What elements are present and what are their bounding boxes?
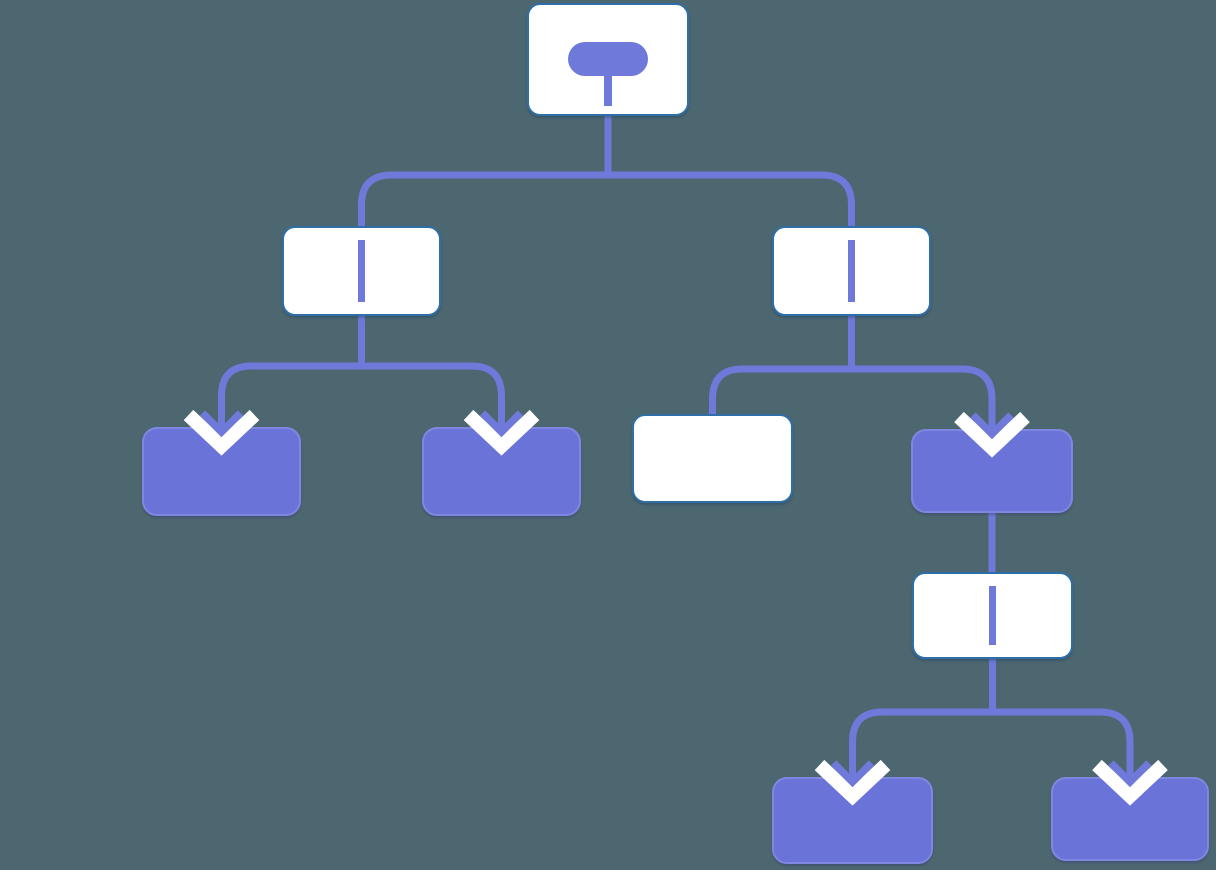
chevron-outer-white [463, 409, 540, 456]
chevron-outer-white [814, 759, 891, 806]
empty-leaf-node[interactable] [632, 414, 793, 503]
chevron-outer-white [1092, 759, 1168, 806]
connector-edge-root [358, 115, 855, 227]
topic-pill-stem [604, 74, 612, 106]
chevron-inner-purple [830, 760, 875, 788]
connector-edge-n1 [218, 315, 505, 431]
root-node[interactable] [527, 3, 689, 116]
chevron-outer-white [954, 411, 1030, 458]
topic-pill [568, 42, 648, 76]
expand-chevron-icon[interactable] [183, 409, 260, 456]
chevron-outer-white [183, 409, 260, 456]
diagram-nodes [142, 3, 1209, 864]
pass-through-line [848, 240, 855, 302]
branch-node-lower[interactable] [912, 572, 1073, 659]
connector-edge-n2 [709, 315, 996, 433]
connector-edge-n3 [849, 658, 1134, 781]
expand-chevron-icon[interactable] [463, 409, 540, 456]
node-card[interactable] [632, 414, 793, 503]
expand-chevron-icon[interactable] [814, 759, 891, 806]
branch-node-right[interactable] [772, 226, 931, 316]
expand-chevron-icon[interactable] [954, 411, 1030, 458]
branch-node-left[interactable] [282, 226, 441, 316]
chevron-inner-purple [479, 410, 524, 438]
collapse-markers [183, 409, 1168, 806]
connector-edges [218, 115, 1134, 781]
pass-through-line [989, 586, 996, 645]
chevron-inner-purple [970, 412, 1014, 440]
chevron-inner-purple [199, 410, 244, 438]
chevron-inner-purple [1108, 760, 1152, 788]
expand-chevron-icon[interactable] [1092, 759, 1168, 806]
pass-through-line [358, 240, 365, 302]
